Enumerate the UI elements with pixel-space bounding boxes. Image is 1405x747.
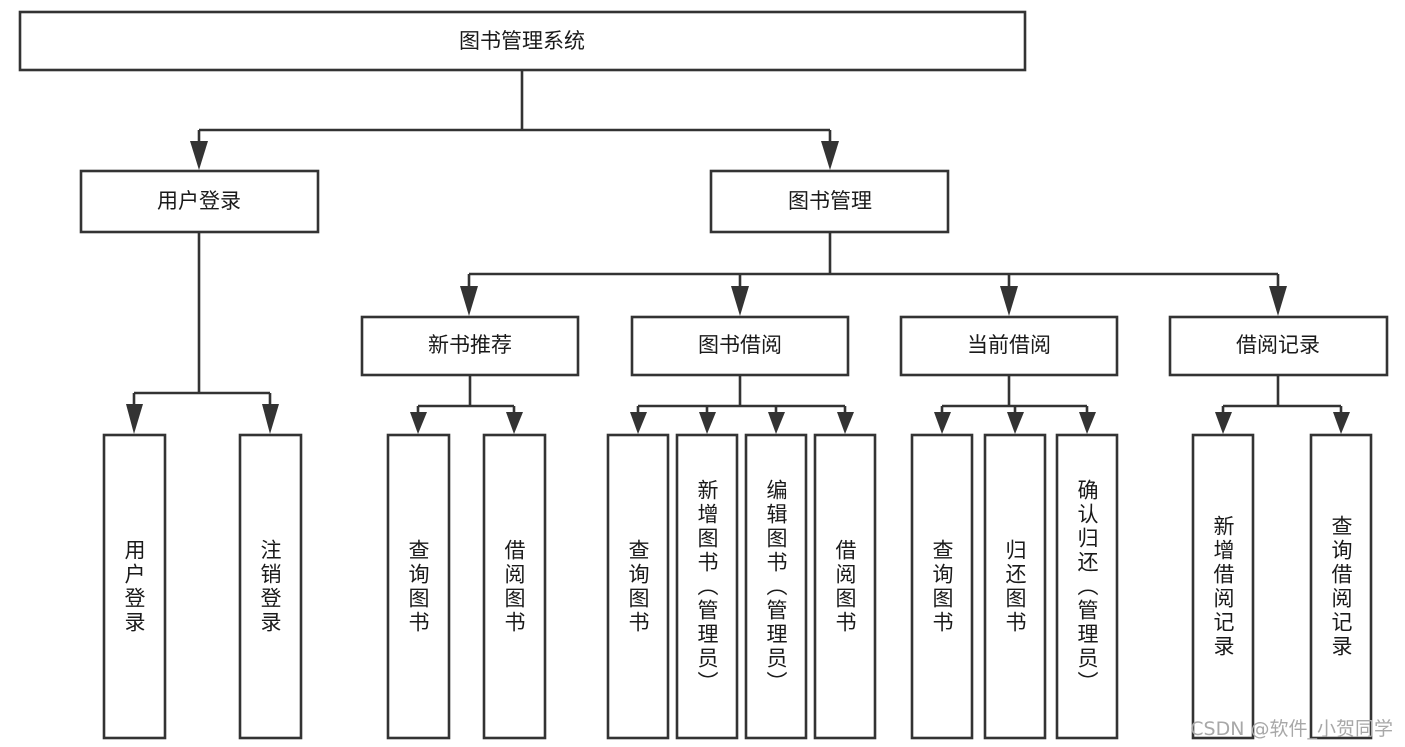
leaf-confirm-return-admin-box[interactable] [1055,433,1119,740]
node-current-borrow-box[interactable] [899,315,1119,377]
node-root-system[interactable]: 图书管理系统 [18,10,1027,72]
leaf-node-add-borrow-record[interactable]: 新增借阅记录 [1191,433,1255,740]
leaf-query-book-recommend-box[interactable] [386,433,451,740]
connector-borrowrecord-to-leaves [1215,375,1350,434]
leaf-node-query-book-recommend[interactable]: 查询图书 [386,433,451,740]
connector-userlogin-to-leaves [126,232,279,434]
leaf-return-book-box[interactable] [983,433,1047,740]
node-user-login[interactable]: 用户登录 [79,169,320,234]
leaf-query-book-borrow-box[interactable] [606,433,670,740]
connector-root-to-level2 [190,70,839,170]
leaf-edit-book-admin-label: 编辑图书（管理员） [764,479,788,695]
leaf-query-book-current-label: 查询图书 [930,539,954,635]
node-new-book-recommend-box[interactable] [360,315,580,377]
leaf-node-return-book[interactable]: 归还图书 [983,433,1047,740]
node-borrow-record-label: 借阅记录 [1236,333,1320,357]
leaf-query-book-current-box[interactable] [910,433,974,740]
leaf-node-query-book-current[interactable]: 查询图书 [910,433,974,740]
node-root-label: 图书管理系统 [459,29,585,53]
leaf-query-book-recommend-label: 查询图书 [406,539,430,635]
leaf-return-book-label: 归还图书 [1003,539,1027,635]
leaf-confirm-return-admin-label: 确认归还（管理员） [1075,479,1099,695]
leaf-edit-book-admin-box[interactable] [744,433,808,740]
leaf-logout-box[interactable] [238,433,303,740]
leaf-borrow-book-box[interactable] [813,433,877,740]
leaf-node-borrow-book[interactable]: 借阅图书 [813,433,877,740]
connectors-layer [126,70,1350,434]
node-book-borrow-box[interactable] [630,315,850,377]
leaf-query-book-borrow-label: 查询图书 [626,539,650,635]
connector-bookborrow-to-leaves [630,375,854,434]
leaf-node-add-book-admin[interactable]: 新增图书（管理员） [675,433,739,740]
leaf-borrow-book-recommend-label: 借阅图书 [502,539,526,635]
node-book-management-label: 图书管理 [788,189,872,213]
node-current-borrow[interactable]: 当前借阅 [899,315,1119,377]
leaf-node-user-login[interactable]: 用户登录 [102,433,167,740]
leaf-user-login-box[interactable] [102,433,167,740]
leaf-add-borrow-record-label: 新增借阅记录 [1211,515,1235,659]
node-book-borrow-label: 图书借阅 [698,333,782,357]
leaf-user-login-label: 用户登录 [122,539,146,635]
leaf-node-confirm-return-admin[interactable]: 确认归还（管理员） [1055,433,1119,740]
leaf-query-borrow-record-box[interactable] [1309,433,1373,740]
node-borrow-record[interactable]: 借阅记录 [1168,315,1389,377]
node-user-login-label: 用户登录 [157,189,241,213]
node-book-management-box[interactable] [709,169,950,234]
leaf-node-query-book-borrow[interactable]: 查询图书 [606,433,670,740]
node-user-login-box[interactable] [79,169,320,234]
node-book-borrow[interactable]: 图书借阅 [630,315,850,377]
connector-newbook-to-leaves [410,375,523,434]
connector-bookmanagement-to-level3 [460,232,1287,316]
node-new-book-recommend-label: 新书推荐 [428,333,512,357]
node-root-box[interactable] [18,10,1027,72]
leaf-add-book-admin-label: 新增图书（管理员） [695,479,719,695]
leaf-add-borrow-record-box[interactable] [1191,433,1255,740]
leaf-node-query-borrow-record[interactable]: 查询借阅记录 [1309,433,1373,740]
node-current-borrow-label: 当前借阅 [967,333,1051,357]
leaf-query-borrow-record-label: 查询借阅记录 [1329,515,1353,659]
leaf-node-logout[interactable]: 注销登录 [238,433,303,740]
leaf-borrow-book-label: 借阅图书 [833,539,857,635]
node-borrow-record-box[interactable] [1168,315,1389,377]
leaf-add-book-admin-box[interactable] [675,433,739,740]
leaf-node-edit-book-admin[interactable]: 编辑图书（管理员） [744,433,808,740]
node-book-management[interactable]: 图书管理 [709,169,950,234]
leaf-node-borrow-book-recommend[interactable]: 借阅图书 [482,433,547,740]
leaf-borrow-book-recommend-box[interactable] [482,433,547,740]
node-new-book-recommend[interactable]: 新书推荐 [360,315,580,377]
leaf-logout-label: 注销登录 [258,539,282,635]
connector-currentborrow-to-leaves [934,375,1096,434]
